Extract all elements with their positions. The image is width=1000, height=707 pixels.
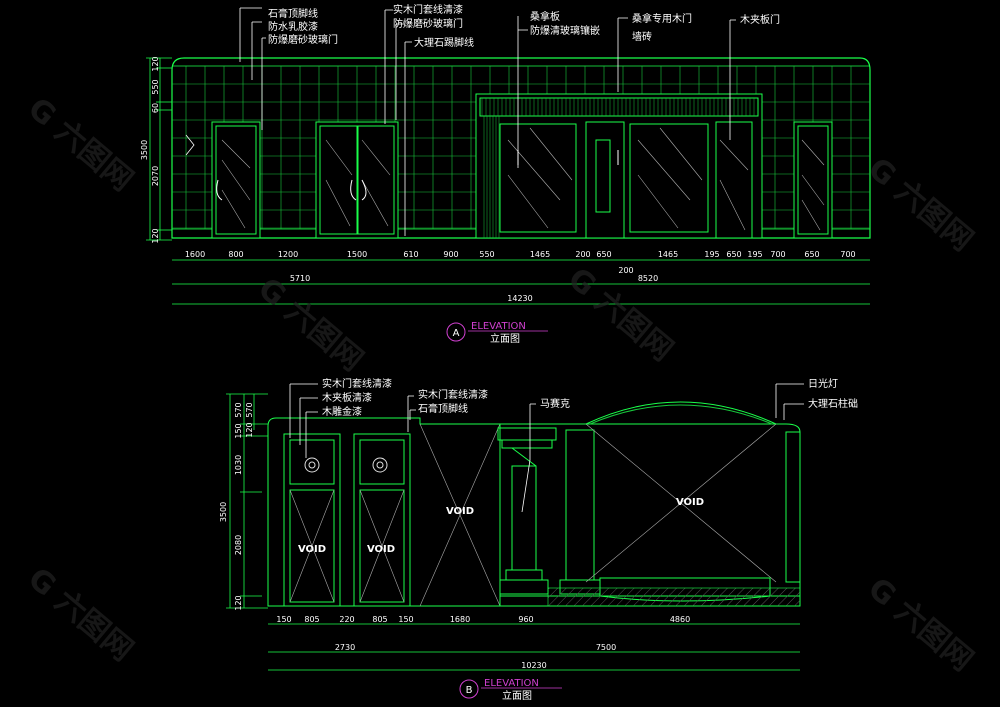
a-callout-veneer: 木夹板门	[740, 13, 780, 26]
a-hdim-15: 650	[804, 250, 819, 259]
elevation-a-title: A ELEVATION 立面图	[446, 321, 548, 345]
b-void-label-1: VOID	[367, 544, 395, 555]
a-hdim-6: 550	[479, 250, 494, 259]
a-hdim-12: 650	[726, 250, 741, 259]
elevation-a-vertical-dims	[146, 57, 172, 241]
b-void-label-2: VOID	[446, 506, 474, 517]
b-vdim-inner-0: 570	[245, 402, 254, 417]
b-vdim-outer-0: 570	[234, 402, 243, 417]
b-vdim-outer-1: 150	[234, 423, 243, 438]
b-totaldim: 10230	[521, 661, 546, 670]
b-hdim-7: 4860	[670, 615, 690, 624]
a-hdim-7: 1465	[530, 250, 550, 259]
a-hdim-9: 650	[596, 250, 611, 259]
a-callout-mid-1: 防爆磨砂玻璃门	[393, 17, 463, 30]
a-hdim-16: 700	[840, 250, 855, 259]
b-segdim-1: 7500	[596, 643, 616, 652]
elevation-b-horizontal-dims	[268, 623, 800, 671]
a-callout-left-2: 防爆磨砂玻璃门	[268, 33, 338, 46]
a-subtitle: 立面图	[490, 332, 520, 345]
b-vdim-outer-2: 1030	[234, 455, 243, 475]
b-vdim-inner-1: 120	[245, 422, 254, 437]
a-hdim-10: 1465	[658, 250, 678, 259]
elevation-b-mosaic-floor	[547, 587, 801, 607]
elevation-a-door-veneer	[793, 121, 833, 239]
a-callout-mid-2: 大理石踢脚线	[414, 36, 474, 49]
b-hdim-4: 150	[398, 615, 413, 624]
a-callout-door-1: 墙砖	[632, 30, 652, 43]
a-segdim-0: 5710	[290, 274, 310, 283]
b-title: ELEVATION	[484, 678, 539, 689]
a-subdim-200: 200	[618, 266, 633, 275]
b-marker: B	[466, 685, 473, 696]
a-hdim-14: 700	[770, 250, 785, 259]
elevation-b-vertical-dims	[226, 393, 268, 609]
b-void-label-0: VOID	[298, 544, 326, 555]
a-vdim-3: 2070	[151, 166, 160, 186]
a-callout-sang-0: 桑拿板	[530, 10, 560, 23]
a-hdim-1: 800	[228, 250, 243, 259]
elevation-b-void-right	[500, 401, 801, 602]
b-callout-right-0: 日光灯	[808, 377, 838, 390]
a-vdim-total: 3500	[140, 140, 149, 160]
b-vdim-outer-4: 120	[234, 595, 243, 610]
a-hdim-0: 1600	[185, 250, 205, 259]
b-void-label-3: VOID	[676, 497, 704, 508]
b-callout-mid-1: 石膏顶脚线	[418, 402, 468, 415]
a-vdim-4: 120	[151, 228, 160, 243]
a-callout-mid-0: 实木门套线清漆	[393, 3, 463, 16]
b-hdim-3: 805	[372, 615, 387, 624]
a-callout-door-0: 桑拿专用木门	[632, 12, 692, 25]
elevation-a-sauna-frame	[475, 93, 763, 239]
a-title: ELEVATION	[471, 321, 526, 332]
b-callout-left-1: 木夹板清漆	[322, 391, 372, 404]
b-callout-right-1: 大理石柱础	[808, 397, 858, 410]
elevation-a-wall-outline	[171, 57, 871, 239]
a-vdim-0: 120	[151, 56, 160, 71]
elevation-a-door-2	[315, 121, 399, 239]
a-hdim-3: 1500	[347, 250, 367, 259]
b-hdim-0: 150	[276, 615, 291, 624]
a-hdim-8: 200	[575, 250, 590, 259]
a-hdim-5: 900	[443, 250, 458, 259]
elevation-a: 石膏顶脚线 防水乳胶漆 防爆磨砂玻璃门 实木门套线清漆 防爆磨砂玻璃门 大理石踢…	[140, 3, 871, 345]
b-segdim-0: 2730	[335, 643, 355, 652]
a-callout-sang-1: 防爆清玻璃镶嵌	[530, 24, 600, 37]
a-segdim-1: 8520	[638, 274, 658, 283]
a-callout-left-0: 石膏顶脚线	[268, 7, 318, 20]
b-callout-mid-0: 实木门套线清漆	[418, 388, 488, 401]
elevation-b-leaders	[289, 383, 804, 513]
b-hdim-1: 805	[304, 615, 319, 624]
elevation-b-title: B ELEVATION 立面图	[459, 678, 562, 702]
a-callout-left-1: 防水乳胶漆	[268, 20, 318, 33]
b-vdim-outer-3: 2080	[234, 535, 243, 555]
elevation-a-horizontal-dims	[172, 259, 870, 305]
a-hdim-4: 610	[403, 250, 418, 259]
b-callout-left-0: 实木门套线清漆	[322, 377, 392, 390]
b-vdim-total: 3500	[219, 502, 228, 522]
a-marker: A	[453, 328, 460, 339]
elevation-a-door-1	[211, 121, 261, 239]
a-totaldim: 14230	[507, 294, 532, 303]
a-hdim-11: 195	[704, 250, 719, 259]
a-hdim-2: 1200	[278, 250, 298, 259]
b-subtitle: 立面图	[502, 689, 532, 702]
a-vdim-1: 550	[151, 79, 160, 94]
elevation-b: VOID VOID VOID VOID 实木门套线清漆 木夹板清漆 木雕金漆 实…	[219, 377, 858, 702]
b-hdim-6: 960	[518, 615, 533, 624]
elevation-a-leaders	[239, 7, 736, 236]
elevation-b-panel-right	[353, 433, 411, 607]
b-callout-left-2: 木雕金漆	[322, 405, 362, 418]
b-callout-mosaic: 马赛克	[540, 397, 570, 410]
a-vdim-2: 60	[151, 103, 160, 113]
b-hdim-2: 220	[339, 615, 354, 624]
a-hdim-13: 195	[747, 250, 762, 259]
b-hdim-5: 1680	[450, 615, 470, 624]
elevation-b-column	[497, 427, 601, 595]
elevation-b-panel-left	[283, 433, 341, 607]
